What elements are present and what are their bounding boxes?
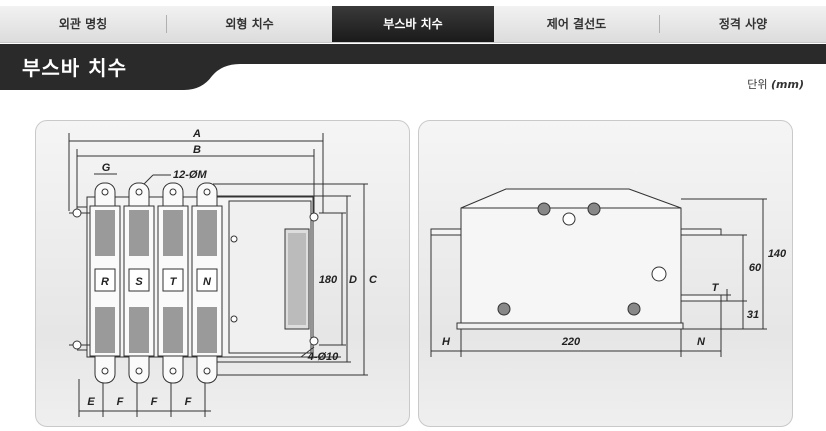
dim-label-c: C xyxy=(369,274,378,286)
dim-label-f1: F xyxy=(117,396,124,408)
pole-label-r: R xyxy=(101,276,109,288)
unit-value: (mm) xyxy=(771,78,804,91)
tab-exterior-names[interactable]: 외관 명칭 xyxy=(58,17,108,31)
dim-label-a: A xyxy=(192,128,201,140)
dim-label-220: 220 xyxy=(561,336,581,348)
dim-label-f2: F xyxy=(151,396,158,408)
dim-label-f3: F xyxy=(185,396,192,408)
dim-label-holes: 12-ØM xyxy=(173,169,207,181)
title-block xyxy=(0,44,250,90)
dim-label-e: E xyxy=(87,396,95,408)
dim-label-mount-holes: 4-Ø10 xyxy=(307,351,339,363)
front-view-panel: R S T N A B G 12-ØM 180 D C 4-Ø10 E F F … xyxy=(35,120,410,427)
pole-label-s: S xyxy=(135,276,143,288)
dim-label-n: N xyxy=(697,336,706,348)
dim-label-t: T xyxy=(712,282,720,294)
pole-label-t: T xyxy=(170,276,178,288)
dim-label-60: 60 xyxy=(749,262,762,274)
dim-label-h: H xyxy=(442,336,451,348)
side-view-drawing: 140 60 T 31 H 220 N xyxy=(430,188,787,357)
dim-label-31: 31 xyxy=(747,309,759,321)
dim-label-b: B xyxy=(193,144,201,156)
tab-bar: 외관 명칭 외형 치수 부스바 치수 제어 결선도 정격 사양 xyxy=(0,6,826,43)
front-view-drawing: R S T N A B G 12-ØM 180 D C 4-Ø10 E F F … xyxy=(68,128,378,417)
unit-text: 단위 xyxy=(747,78,768,91)
tab-busbar-dimensions[interactable]: 부스바 치수 xyxy=(332,6,494,42)
unit-label: 단위 (mm) xyxy=(747,76,804,92)
pole-label-n: N xyxy=(203,276,212,288)
tab-divider xyxy=(659,15,660,33)
side-view-panel: 140 60 T 31 H 220 N xyxy=(418,120,793,427)
tab-rated-specs[interactable]: 정격 사양 xyxy=(718,17,768,31)
tab-control-wiring[interactable]: 제어 결선도 xyxy=(546,17,607,31)
tab-exterior-dimensions[interactable]: 외형 치수 xyxy=(225,17,274,31)
dim-label-d: D xyxy=(349,274,357,286)
page-title: 부스바 치수 xyxy=(22,56,127,80)
dim-label-140: 140 xyxy=(768,248,787,260)
dim-label-g: G xyxy=(102,162,111,174)
tab-divider xyxy=(166,15,167,33)
dim-label-180: 180 xyxy=(319,274,338,286)
